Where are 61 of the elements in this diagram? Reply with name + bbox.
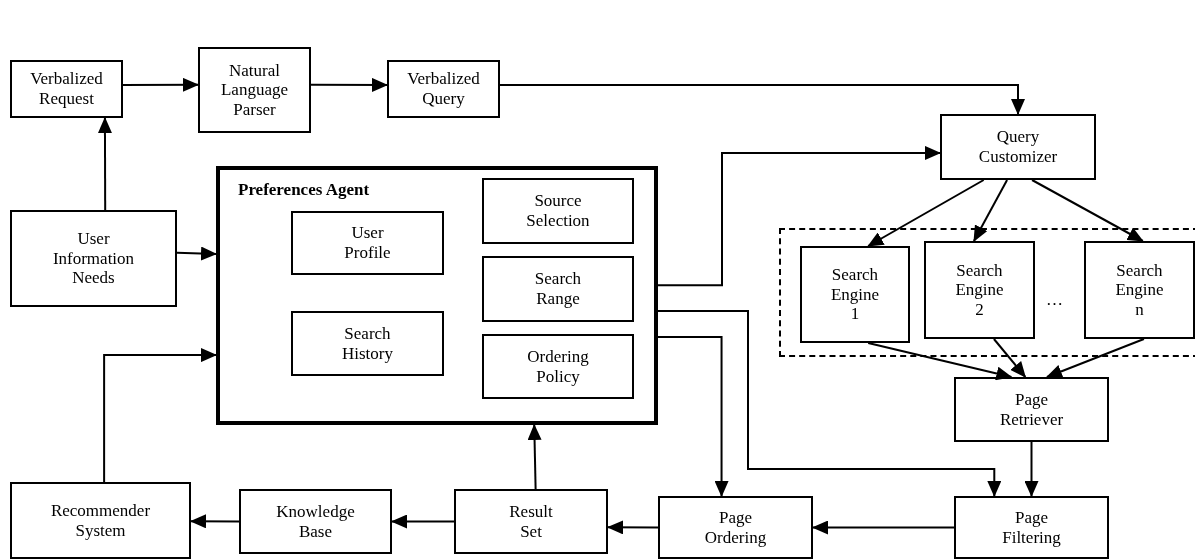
node-label: Search Engine 2 [954, 260, 1005, 320]
arrow [103, 348, 217, 483]
arrow [176, 246, 217, 261]
node-label: Page Filtering [1001, 507, 1062, 548]
arrow [972, 179, 1009, 242]
process-box [940, 114, 1096, 180]
arrow [391, 514, 455, 529]
arrow [499, 83, 1025, 115]
node-label: User Profile [343, 223, 392, 263]
arrow [1031, 179, 1144, 242]
process-box [198, 47, 311, 133]
process-box [291, 211, 444, 275]
node-label: Source Selection [525, 191, 591, 231]
arrow [992, 338, 1027, 378]
arrow [190, 514, 240, 529]
node-label: Verbalized Query [406, 69, 481, 109]
process-box [10, 482, 191, 559]
process-box [954, 496, 1109, 559]
process-box [800, 246, 910, 343]
group-box [779, 228, 1195, 357]
node-label: Search History [341, 323, 394, 364]
node-label: Verbalized Request [29, 69, 104, 109]
agent-container [216, 166, 658, 425]
node-label: Result Set [508, 501, 554, 542]
arrow [122, 77, 199, 92]
node-label: Knowledge Base [275, 501, 356, 542]
arrow [310, 77, 388, 92]
node-label: Natural Language Parser [220, 60, 289, 120]
node-label: Page Retriever [998, 389, 1065, 430]
node-label: Page Ordering [703, 507, 768, 548]
arrow [657, 310, 1002, 497]
arrow [657, 145, 941, 287]
node-label: Query Customizer [977, 127, 1059, 167]
process-box [1084, 241, 1195, 339]
process-box [291, 311, 444, 376]
process-box [10, 60, 123, 118]
process-box [954, 377, 1109, 442]
process-box [239, 489, 392, 554]
arrow [607, 520, 659, 535]
arrow [1024, 441, 1039, 497]
process-box [924, 241, 1035, 339]
node-label: Search Engine n [1114, 260, 1165, 320]
process-box [10, 210, 177, 307]
process-box [454, 489, 608, 554]
node-label: Ordering Policy [526, 346, 590, 387]
node-label: User Information Needs [51, 229, 136, 288]
node-label: Recommender System [49, 500, 152, 541]
container-heading: Preferences Agent [238, 180, 370, 200]
node-label: Search Engine 1 [829, 265, 881, 324]
arrow [657, 335, 729, 497]
process-box [482, 256, 634, 322]
ellipsis-label: … [1046, 290, 1063, 310]
node-label: Search Range [533, 269, 583, 309]
arrow [527, 424, 542, 490]
arrow [97, 117, 112, 211]
arrow [867, 179, 985, 247]
process-box [658, 496, 813, 559]
process-box [482, 334, 634, 399]
process-box [482, 178, 634, 244]
process-box [387, 60, 500, 118]
arrow [812, 520, 955, 535]
